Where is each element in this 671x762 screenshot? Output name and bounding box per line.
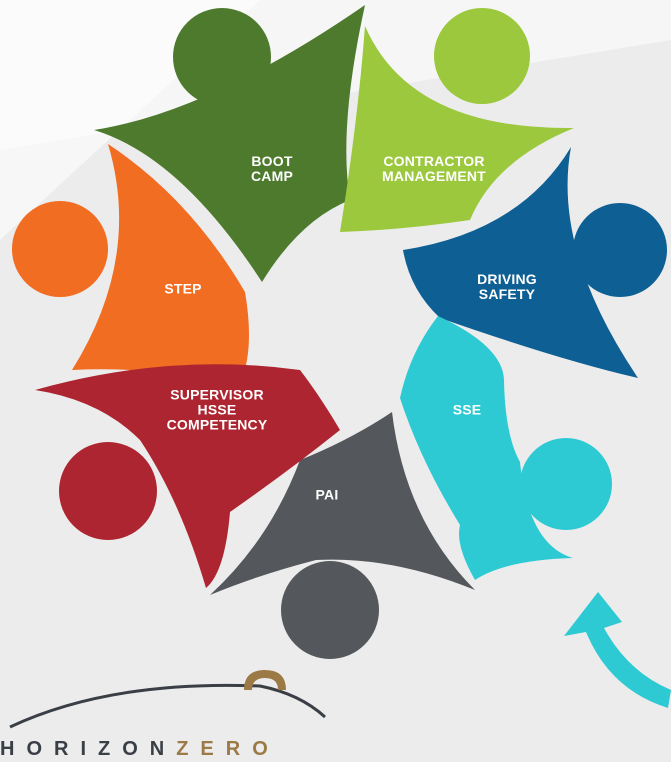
body-step: [72, 144, 249, 384]
body-supervisor: [35, 364, 340, 588]
head-contractor: [434, 8, 530, 104]
label-pai: PAI: [315, 486, 339, 503]
head-supervisor: [59, 442, 157, 540]
head-driving: [573, 203, 667, 297]
logo-sun: [244, 670, 286, 690]
body-pai: [210, 412, 475, 595]
head-sse: [520, 438, 612, 530]
body-boot-camp: [94, 5, 365, 282]
logo-word-horizon: HORIZON: [0, 738, 177, 760]
body-sse: [400, 316, 573, 580]
label-step: STEP: [164, 280, 202, 297]
head-step: [12, 201, 108, 297]
logo-word-zero: ZERO: [176, 738, 280, 760]
logo-arc: [9, 683, 327, 729]
body-driving: [403, 147, 638, 378]
head-pai: [281, 561, 379, 659]
arrow-icon: [564, 592, 671, 708]
logo: HORIZONZERO: [0, 738, 280, 761]
body-contractor: [340, 26, 574, 232]
label-sse: SSE: [452, 401, 482, 418]
